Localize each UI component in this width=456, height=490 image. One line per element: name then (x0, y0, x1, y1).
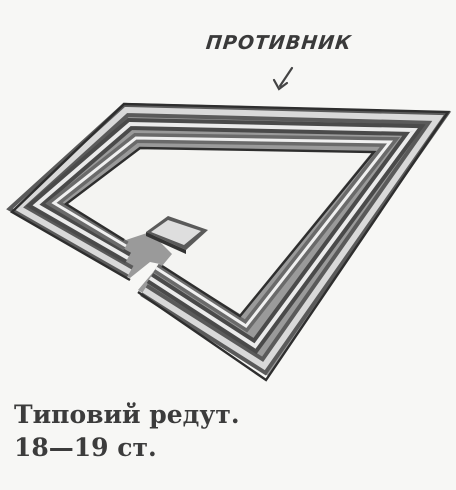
rampart-inner-light (51, 136, 394, 329)
outer-edge-line (10, 102, 451, 382)
figure-caption: Типовий редут. 18—19 ст. (14, 398, 240, 464)
rampart-outer-light (12, 106, 444, 371)
caption-line-2: 18—19 ст. (14, 433, 157, 462)
inner-edge-line (63, 146, 377, 318)
rampart-middle-light (32, 121, 418, 349)
entrance-traverse (146, 216, 208, 254)
enemy-label: ПРОТИВНИК (204, 32, 353, 54)
redoubt-interior (68, 148, 372, 314)
caption-line-1: Типовий редут. (14, 400, 240, 429)
enemy-direction-arrow (272, 66, 294, 91)
